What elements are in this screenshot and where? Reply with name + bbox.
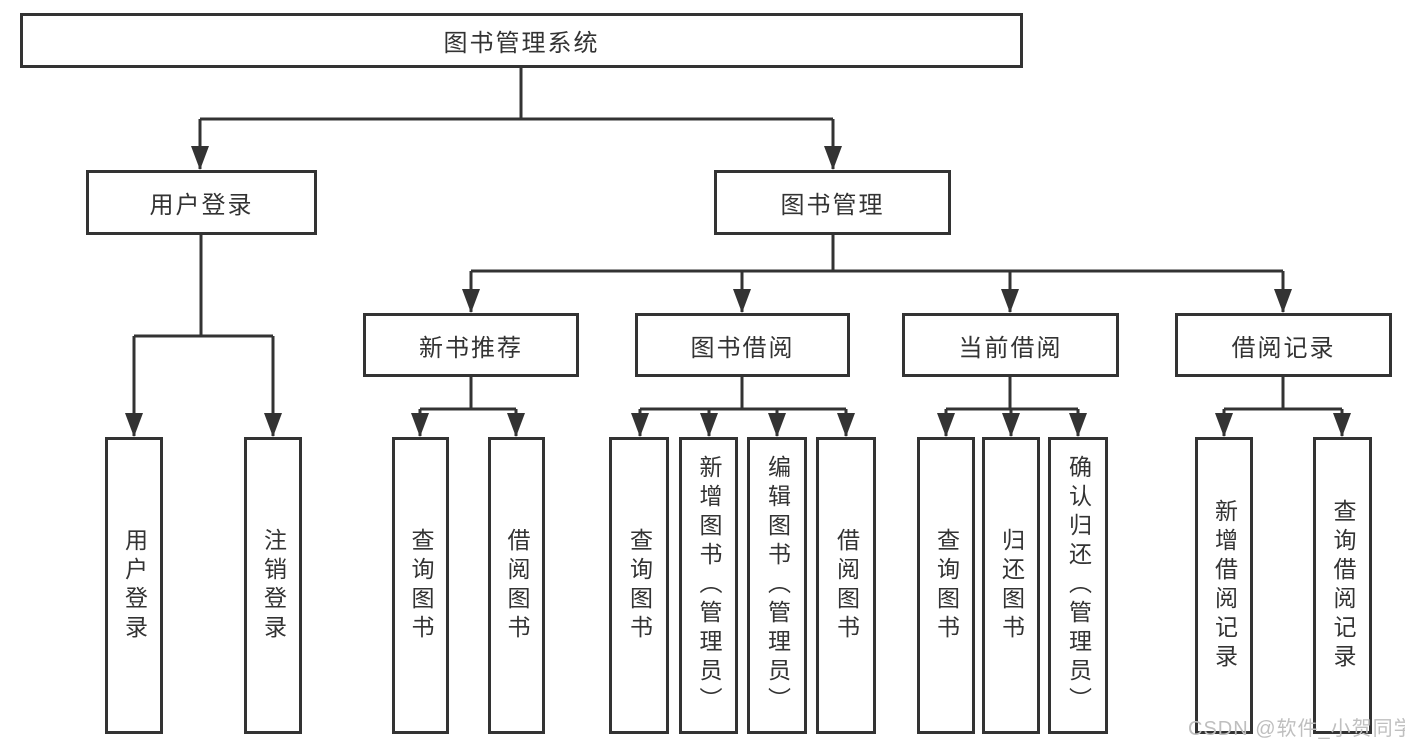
node-label: 注销登录 xyxy=(260,527,287,644)
node-current-borrow: 当前借阅 xyxy=(902,313,1119,377)
node-book-management: 图书管理 xyxy=(714,170,951,235)
node-label: 图书管理系统 xyxy=(443,30,600,57)
edge-mgmt-trunk xyxy=(471,235,1283,273)
leaf-add-books-admin: 新增图书（管理员） xyxy=(679,437,738,734)
edge-root-trunk xyxy=(200,68,833,121)
edge-rec-trunk xyxy=(420,377,516,411)
node-label: 用户登录 xyxy=(149,192,254,219)
edge-login-trunk xyxy=(134,235,273,338)
node-label: 编辑图书（管理员） xyxy=(764,455,791,716)
leaf-logout: 注销登录 xyxy=(244,437,302,734)
node-label: 查询借阅记录 xyxy=(1330,498,1356,673)
leaf-user-login: 用户登录 xyxy=(105,437,163,734)
leaf-query-borrow-record: 查询借阅记录 xyxy=(1313,437,1372,734)
node-label: 用户登录 xyxy=(121,527,148,644)
leaf-add-borrow-record: 新增借阅记录 xyxy=(1195,437,1253,734)
edge-borrow-trunk xyxy=(640,377,846,411)
edge-records-trunk xyxy=(1224,377,1342,411)
edge-current-trunk xyxy=(946,377,1078,411)
node-label: 借阅图书 xyxy=(833,527,860,644)
leaf-borrow-books: 借阅图书 xyxy=(816,437,876,734)
leaf-edit-books-admin: 编辑图书（管理员） xyxy=(747,437,807,734)
leaf-confirm-return-admin: 确认归还（管理员） xyxy=(1048,437,1108,734)
csdn-watermark: CSDN @软件_小贺同学 xyxy=(1188,718,1405,740)
leaf-query-books: 查询图书 xyxy=(917,437,975,734)
node-label: 查询图书 xyxy=(626,527,653,644)
node-label: 借阅图书 xyxy=(504,527,530,644)
node-system-root: 图书管理系统 xyxy=(20,13,1023,68)
node-label: 查询图书 xyxy=(933,527,960,644)
node-label: 图书管理 xyxy=(780,192,885,219)
node-label: 新增图书（管理员） xyxy=(696,455,722,716)
node-label: 新增借阅记录 xyxy=(1211,498,1238,673)
leaf-query-books: 查询图书 xyxy=(392,437,449,734)
node-label: 图书借阅 xyxy=(690,334,795,362)
node-label: 确认归还（管理员） xyxy=(1065,455,1092,716)
leaf-borrow-books: 借阅图书 xyxy=(488,437,545,734)
node-label: 归还图书 xyxy=(998,527,1025,644)
node-label: 新书推荐 xyxy=(419,334,523,362)
node-borrow-records: 借阅记录 xyxy=(1175,313,1392,377)
node-book-borrow: 图书借阅 xyxy=(635,313,850,377)
node-label: 查询图书 xyxy=(408,527,434,644)
leaf-return-books: 归还图书 xyxy=(982,437,1040,734)
leaf-query-books: 查询图书 xyxy=(609,437,669,734)
node-new-book-recommend: 新书推荐 xyxy=(363,313,579,377)
node-user-login: 用户登录 xyxy=(86,170,317,235)
node-label: 借阅记录 xyxy=(1231,334,1336,362)
node-label: 当前借阅 xyxy=(958,334,1063,362)
